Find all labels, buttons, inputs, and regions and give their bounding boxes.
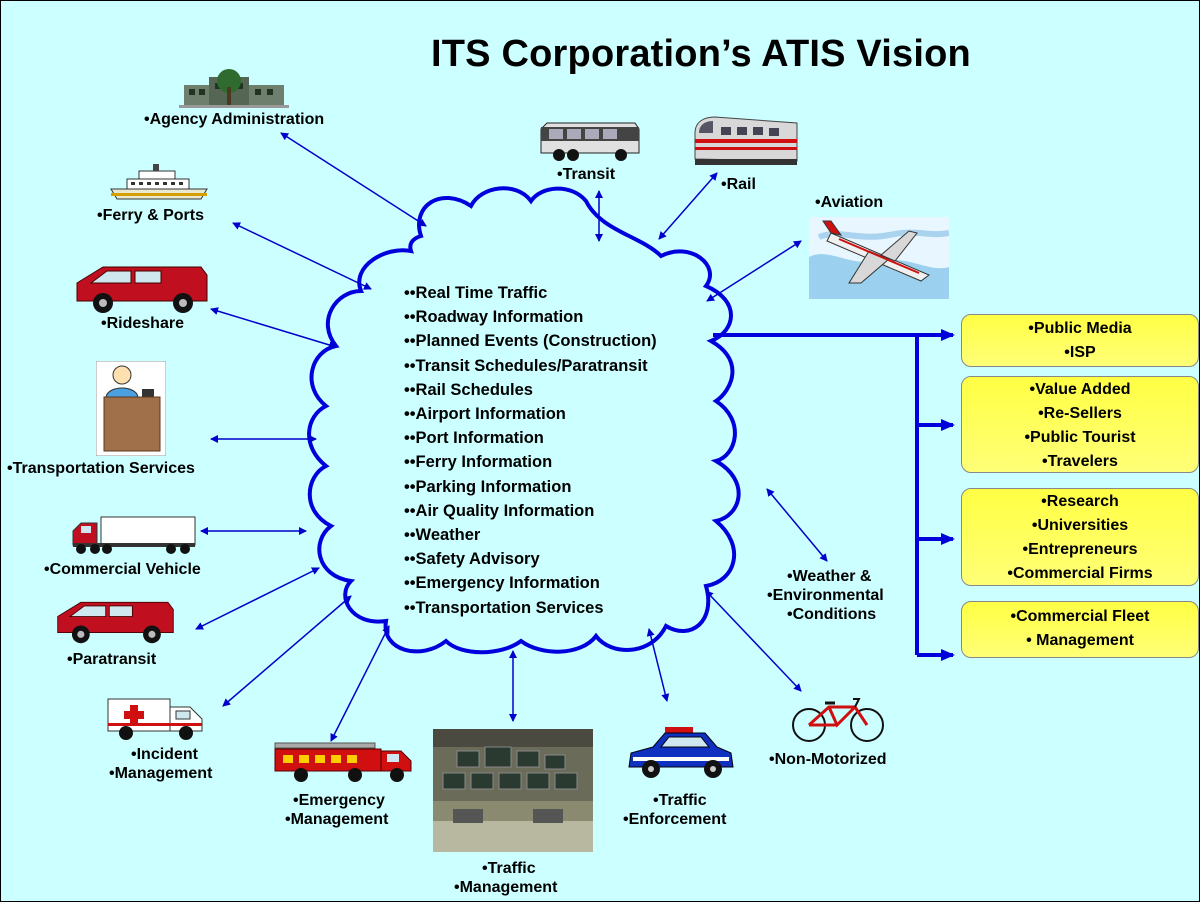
weather-label-line: •Weather &: [787, 568, 872, 585]
weather-label-line: •Environmental: [767, 587, 884, 604]
traffic-enforcement-label: •Traffic •Enforcement: [623, 791, 726, 829]
non-motorized-label: •Non-Motorized: [769, 751, 887, 768]
commercial-vehicle-label: •Commercial Vehicle: [44, 561, 201, 578]
list-item: ••Ferry Information: [404, 453, 553, 472]
train-icon: [694, 116, 798, 165]
van-icon: [57, 601, 174, 644]
incident-management-label: •Incident •Management: [109, 745, 212, 783]
list-item: ••Planned Events (Construction): [404, 332, 657, 351]
output-label: •Entrepreneurs: [1022, 541, 1138, 558]
output-bus: [713, 329, 955, 661]
weather-label-line: •Conditions: [787, 606, 877, 623]
transportation-services-label: •Transportation Services: [7, 460, 195, 477]
output-label: •Public Tourist: [1024, 429, 1136, 446]
aviation-arrow: [706, 240, 802, 302]
output-label: •Public Media: [1028, 320, 1132, 337]
diagram-title: ITS Corporation’s ATIS Vision: [431, 33, 971, 75]
list-item: ••Port Information: [404, 429, 544, 448]
output-label: •Research: [1041, 493, 1119, 510]
list-item: ••Safety Advisory: [404, 550, 540, 569]
list-item: ••Real Time Traffic: [404, 284, 548, 302]
van-icon: [76, 266, 208, 313]
emergency-label-line: •Management: [285, 811, 389, 828]
weather-conditions-label: •Weather & •Environmental •Conditions: [767, 567, 884, 624]
control-room-icon: [433, 729, 593, 852]
operator-desk-icon: [96, 361, 166, 456]
paratransit-label: •Paratransit: [67, 651, 157, 668]
traffic-management-label-line: •Traffic: [482, 860, 536, 877]
output-box-research: •Research •Universities •Entrepreneurs •…: [961, 488, 1199, 586]
building-icon: [179, 69, 289, 108]
emergency-label-line: •Emergency: [293, 792, 385, 809]
airplane-icon: [809, 217, 949, 299]
rideshare-arrow: [210, 307, 337, 349]
ambulance-icon: [107, 698, 203, 740]
output-label: •ISP: [1064, 344, 1096, 361]
output-label: • Management: [1026, 632, 1134, 649]
output-label: •Commercial Firms: [1007, 565, 1153, 582]
emergency-arrow: [330, 625, 390, 742]
traffic-management-label-line: •Management: [454, 879, 558, 896]
output-label: •Universities: [1031, 517, 1129, 534]
fire-truck-icon: [274, 742, 412, 782]
cloud-info-list: ••Real Time Traffic ••Roadway Informatio…: [404, 281, 657, 620]
bicycle-icon: [792, 698, 884, 742]
transit-label: •Transit: [557, 166, 616, 183]
list-item: ••Transit Schedules/Paratransit: [404, 356, 648, 375]
police-car-icon: [628, 727, 734, 778]
incident-label-line: •Incident: [131, 746, 198, 763]
output-label: •Re-Sellers: [1038, 405, 1122, 422]
traffic-management-label: •Traffic •Management: [454, 859, 557, 897]
list-item: ••Parking Information: [404, 477, 572, 496]
output-box-commercial-fleet: •Commercial Fleet • Management: [961, 601, 1199, 658]
agency-arrow: [280, 132, 427, 227]
bus-icon: [540, 122, 640, 161]
incident-label-line: •Management: [109, 765, 213, 782]
rideshare-label: •Rideshare: [101, 315, 184, 332]
list-item: ••Roadway Information: [404, 308, 584, 327]
emergency-management-label: •Emergency •Management: [285, 791, 388, 829]
output-box-public-media: •Public Media •ISP: [961, 314, 1199, 367]
incident-arrow: [222, 595, 352, 707]
agency-administration-label: •Agency Administration: [144, 111, 325, 128]
ferry-icon: [110, 164, 208, 200]
traffic-enforcement-arrow: [646, 628, 670, 702]
output-label: •Travelers: [1042, 453, 1118, 470]
output-label: •Value Added: [1029, 381, 1131, 398]
aviation-label: •Aviation: [815, 194, 884, 211]
weather-arrow: [766, 488, 828, 562]
non-motorized-arrow: [705, 590, 802, 692]
traffic-enforcement-label-line: •Enforcement: [623, 811, 727, 828]
output-box-value-added: •Value Added •Re-Sellers •Public Tourist…: [961, 376, 1199, 473]
paratransit-arrow: [195, 567, 320, 630]
list-item: ••Airport Information: [404, 405, 566, 424]
rail-arrow: [658, 172, 718, 240]
list-item: ••Air Quality Information: [404, 501, 595, 520]
list-item: ••Emergency Information: [404, 574, 600, 593]
ferry-arrow: [232, 222, 372, 290]
list-item: ••Transportation Services: [404, 598, 604, 617]
output-label: •Commercial Fleet: [1010, 608, 1150, 625]
list-item: ••Rail Schedules: [404, 380, 533, 399]
list-item: ••Weather: [404, 526, 481, 545]
ferry-ports-label: •Ferry & Ports: [97, 207, 204, 224]
truck-icon: [72, 516, 196, 554]
rail-label: •Rail: [721, 176, 756, 193]
traffic-enforcement-label-line: •Traffic: [653, 792, 707, 809]
